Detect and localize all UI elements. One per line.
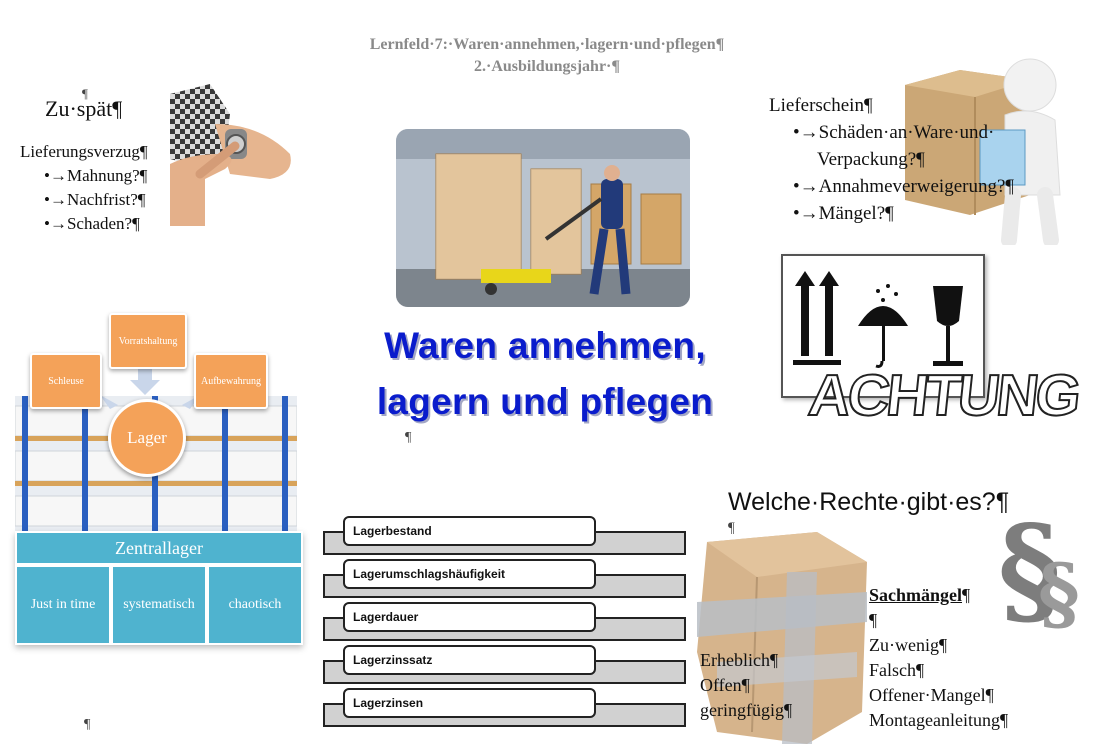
list-item: •→Schaden?¶ [44,214,140,233]
pilcrow-mark: ¶ [84,717,91,732]
smartart-vorratshaltung: Vorratshaltung [109,313,187,369]
list-item: Offener·Mangel¶ [869,685,994,705]
smartart-lager-circle: Lager [108,399,186,477]
lieferschein-list: Lieferschein¶ •→Schäden·an·Ware·und· Ver… [769,92,1014,227]
arrow-left-icon [100,395,120,416]
svg-text:§: § [998,499,1061,633]
wristwatch-image [170,84,295,226]
sign-frame [781,254,985,398]
paragraph-sign-icon: § § [998,493,1094,640]
list-item: Zu·wenig¶ [869,635,948,655]
list-item: Falsch¶ [869,660,925,680]
pilcrow-mark: ¶ [82,86,88,101]
list-item: Lagerdauer [343,602,596,632]
zentrallager-title: Zentrallager [15,531,303,565]
list-item: •→Mängel?¶ [793,203,894,224]
damaged-package-image [697,532,872,744]
pilcrow-mark: ¶ [728,520,735,536]
rechte-question: Welche·Rechte·gibt·es?¶ [728,488,1010,516]
list-item: •→Nachfrist?¶ [44,190,146,209]
figure-with-package-image [905,55,1070,248]
pilcrow-mark: ¶ [405,430,412,445]
list-item: ¶ [869,610,878,630]
zentrallager-cell-chaotisch: chaotisch [207,565,303,645]
zentrallager-row: Just in time systematisch chaotisch [15,565,303,645]
list-item: •→Schäden·an·Ware·und· [793,122,995,143]
main-title-line-2: lagern und pflegen [376,381,714,422]
zentrallager-cell-systematisch: systematisch [111,565,207,645]
zentrallager-cell-just-in-time: Just in time [15,565,111,645]
lieferungsverzug-lead: Lieferungsverzug¶ [20,142,148,161]
document-header: Lernfeld·7:·Waren·annehmen,·lagern·und·p… [0,36,1094,76]
handling-symbols-icon [793,271,963,368]
achtung-label: ACHTUNG [805,362,1083,429]
list-item: Erheblich¶ [700,650,779,670]
list-item: •→Mahnung?¶ [44,166,148,185]
lieferungsverzug-list: Lieferungsverzug¶ •→Mahnung?¶ •→Nachfris… [20,140,148,236]
achtung-sign: ACHTUNG [781,254,1082,440]
list-item: geringfügig¶ [700,700,793,720]
smartart-arrows [100,320,190,440]
sachmaengel-list: Sachmängel¶ ¶ Zu·wenig¶ Falsch¶ Offener·… [869,583,1008,733]
mangel-art-list: Erheblich¶ Offen¶ geringfügig¶ [700,648,792,723]
lieferschein-title: Lieferschein¶ [769,95,873,116]
zuspaet-title: Zu·spät¶ [45,96,123,121]
list-item: Montageanleitung¶ [869,710,1009,730]
header-line-2: 2.·Ausbildungsjahr·¶ [473,58,621,75]
pilcrow-mark: ¶ [962,585,971,605]
list-item: Offen¶ [700,675,750,695]
warehouse-photo [396,129,690,307]
list-item: Lagerbestand [343,516,596,546]
main-title: Waren annehmen, lagern und pflegen [355,318,735,430]
svg-text:§: § [1038,546,1080,633]
smartart-schleuse: Schleuse [30,353,102,409]
main-title-line-1: Waren annehmen, [384,325,706,366]
list-item-continuation: Verpackung?¶ [817,149,925,170]
smartart-aufbewahrung: Aufbewahrung [194,353,268,409]
list-item: Lagerzinsen [343,688,596,718]
lager-kennzahlen-list: Lagerbestand Lagerumschlagshäufigkeit La… [323,515,688,730]
zentrallager-table: Zentrallager Just in time systematisch c… [15,531,303,645]
list-item: Lagerzinssatz [343,645,596,675]
header-line-1: Lernfeld·7:·Waren·annehmen,·lagern·und·p… [369,36,725,53]
list-item: Lagerumschlagshäufigkeit [343,559,596,589]
sachmaengel-heading: Sachmängel¶ [869,583,1008,608]
sachmaengel-title: Sachmängel [869,585,963,605]
list-item: •→Annahmeverweigerung?¶ [793,176,1015,197]
